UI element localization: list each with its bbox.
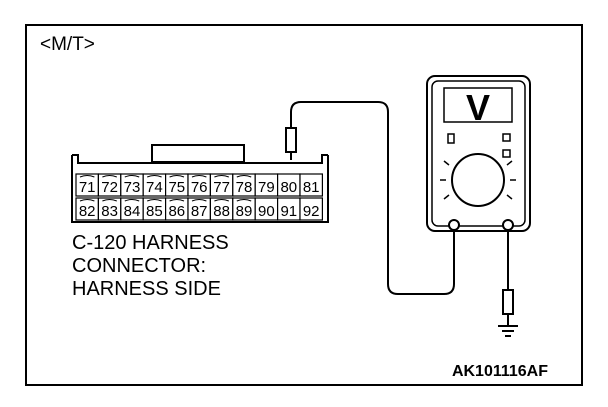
connector-pin-number: 92 — [303, 203, 320, 220]
ground-lead — [498, 230, 518, 337]
connector-pin-number: 86 — [168, 203, 185, 220]
connector-pin-number: 71 — [79, 179, 96, 196]
meter-inner-bezel — [431, 80, 526, 227]
pin-lock-mark — [169, 199, 185, 202]
connector-pin-number: 80 — [280, 179, 297, 196]
connector-caption-line: CONNECTOR: — [72, 255, 207, 277]
pin-lock-mark — [191, 175, 207, 178]
pin-lock-mark — [102, 175, 117, 178]
ground-symbol-icon — [498, 325, 518, 337]
pin-lock-mark — [236, 199, 252, 202]
pin-lock-mark — [147, 175, 162, 178]
pin-lock-mark — [102, 199, 117, 202]
meter-display-reading: V — [466, 87, 490, 128]
ground-probe-body — [502, 289, 514, 315]
meter-indicator-right-top — [502, 133, 511, 142]
pin-lock-mark — [124, 199, 140, 202]
probe-body — [285, 127, 297, 153]
pin-lock-mark — [191, 199, 207, 202]
connector-latch — [151, 144, 245, 163]
meter-indicator-right-bottom — [502, 149, 511, 158]
connector-pin-cell — [299, 197, 323, 221]
negative-jack — [502, 219, 514, 231]
positive-lead — [285, 101, 455, 295]
meter-indicator-left — [447, 133, 455, 144]
pin-lock-mark — [79, 199, 95, 202]
diagram-frame — [25, 24, 583, 386]
connector-pin-number: 87 — [191, 203, 208, 220]
pin-grid: 71 72 73 74 75 76 77 78 79 80 81 82 83 84 85 86 87 88 89 90… — [75, 173, 323, 221]
connector-pin-number: 77 — [213, 179, 230, 196]
pin-lock-mark — [214, 199, 229, 202]
pin-lock-mark — [214, 175, 229, 178]
connector-housing — [71, 155, 329, 223]
transmission-variant-label: <M/T> — [40, 34, 95, 55]
pin-lock-mark — [124, 175, 140, 178]
pin-lock-mark — [79, 175, 95, 178]
connector-pin-number: 90 — [258, 203, 275, 220]
connector-pin-number: 73 — [124, 179, 141, 196]
voltmeter: V — [426, 75, 531, 232]
pin-lock-mark — [169, 175, 185, 178]
connector-pin-number: 84 — [124, 203, 141, 220]
connector-caption-line: C-120 HARNESS — [72, 232, 229, 254]
harness-connector: 71 72 73 74 75 76 77 78 79 80 81 82 83 84 85 86 87 88 89 90… — [71, 144, 329, 223]
connector-rim — [72, 154, 328, 164]
dial-tick-marks — [440, 160, 516, 200]
connector-caption: C-120 HARNESS CONNECTOR: HARNESS SIDE — [72, 232, 229, 301]
connector-pin-number: 78 — [236, 179, 253, 196]
lead-wire-positive — [290, 101, 455, 295]
connector-pin-number: 83 — [101, 203, 118, 220]
connector-pin-number: 89 — [236, 203, 253, 220]
connector-pin-number: 82 — [79, 203, 96, 220]
connector-pin-cell — [299, 173, 323, 197]
connector-pin-number: 85 — [146, 203, 163, 220]
connector-pin-number: 74 — [146, 179, 163, 196]
connector-pin-number: 81 — [303, 179, 320, 196]
connector-pin-number: 88 — [213, 203, 230, 220]
meter-display — [443, 87, 513, 123]
figure-id: AK101116AF — [451, 363, 548, 380]
connector-pin-number: 91 — [280, 203, 297, 220]
positive-jack — [448, 219, 460, 231]
meter-selector-dial — [451, 153, 505, 207]
connector-pin-number: 72 — [101, 179, 118, 196]
pin-lock-mark — [147, 199, 162, 202]
connector-pin-number: 76 — [191, 179, 208, 196]
connector-caption-line: HARNESS SIDE — [72, 278, 221, 300]
connector-pin-number: 75 — [168, 179, 185, 196]
pin-lock-mark — [236, 175, 252, 178]
connector-pin-number: 79 — [258, 179, 275, 196]
